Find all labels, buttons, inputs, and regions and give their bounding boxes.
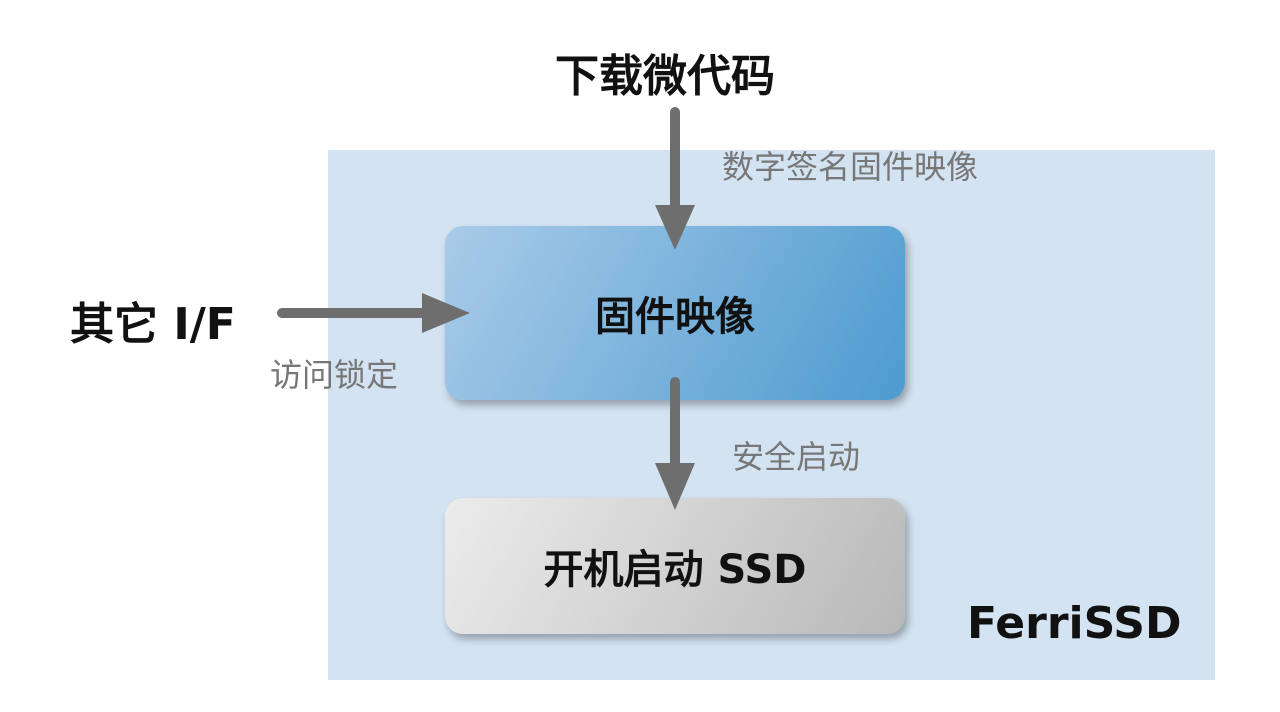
arrowhead-left	[422, 293, 470, 333]
other-interface-label: 其它 I/F	[70, 299, 236, 350]
signed-image-label: 数字签名固件映像	[722, 148, 979, 186]
boot-ssd-box: 开机启动 SSD	[445, 498, 905, 634]
download-microcode-title: 下载微代码	[555, 51, 775, 102]
firmware-image-box: 固件映像	[445, 226, 905, 400]
arrowhead-middle	[655, 463, 695, 510]
arrowhead-top	[655, 205, 695, 250]
secure-boot-label: 安全启动	[732, 438, 861, 476]
access-lock-label: 访问锁定	[270, 356, 399, 394]
ferrissd-brand: FerriSSD	[967, 598, 1182, 649]
